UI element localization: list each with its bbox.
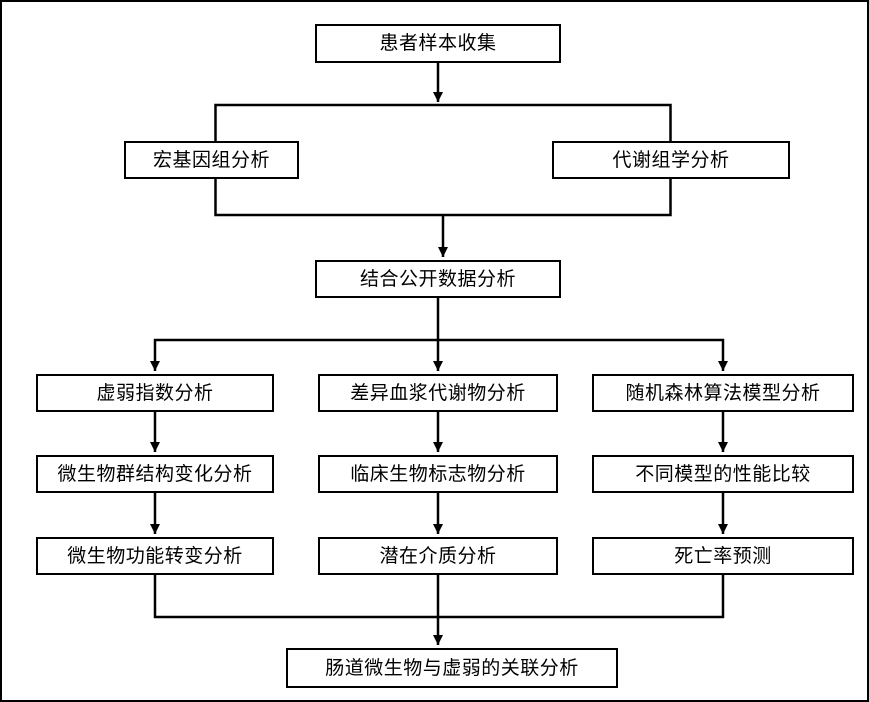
node-microbiome-function-shift-analysis: 微生物功能转变分析	[36, 537, 274, 575]
node-metabolomics-analysis: 代谢组学分析	[552, 141, 790, 179]
node-clinical-biomarker-analysis: 临床生物标志物分析	[318, 455, 558, 493]
node-mortality-prediction: 死亡率预测	[592, 537, 854, 575]
node-model-performance-comparison: 不同模型的性能比较	[592, 455, 854, 493]
node-metagenomic-analysis: 宏基因组分析	[124, 141, 299, 179]
node-microbiome-structure-change-analysis: 微生物群结构变化分析	[36, 455, 274, 493]
node-differential-plasma-metabolite-analysis: 差异血浆代谢物分析	[318, 374, 558, 412]
node-frailty-index-analysis: 虚弱指数分析	[36, 374, 274, 412]
node-patient-sample-collection: 患者样本收集	[315, 24, 561, 63]
node-public-data-analysis: 结合公开数据分析	[315, 260, 561, 298]
node-gut-microbiota-frailty-association-analysis: 肠道微生物与虚弱的关联分析	[286, 648, 618, 688]
node-random-forest-model-analysis: 随机森林算法模型分析	[592, 374, 854, 412]
node-potential-mediation-analysis: 潜在介质分析	[318, 537, 558, 575]
